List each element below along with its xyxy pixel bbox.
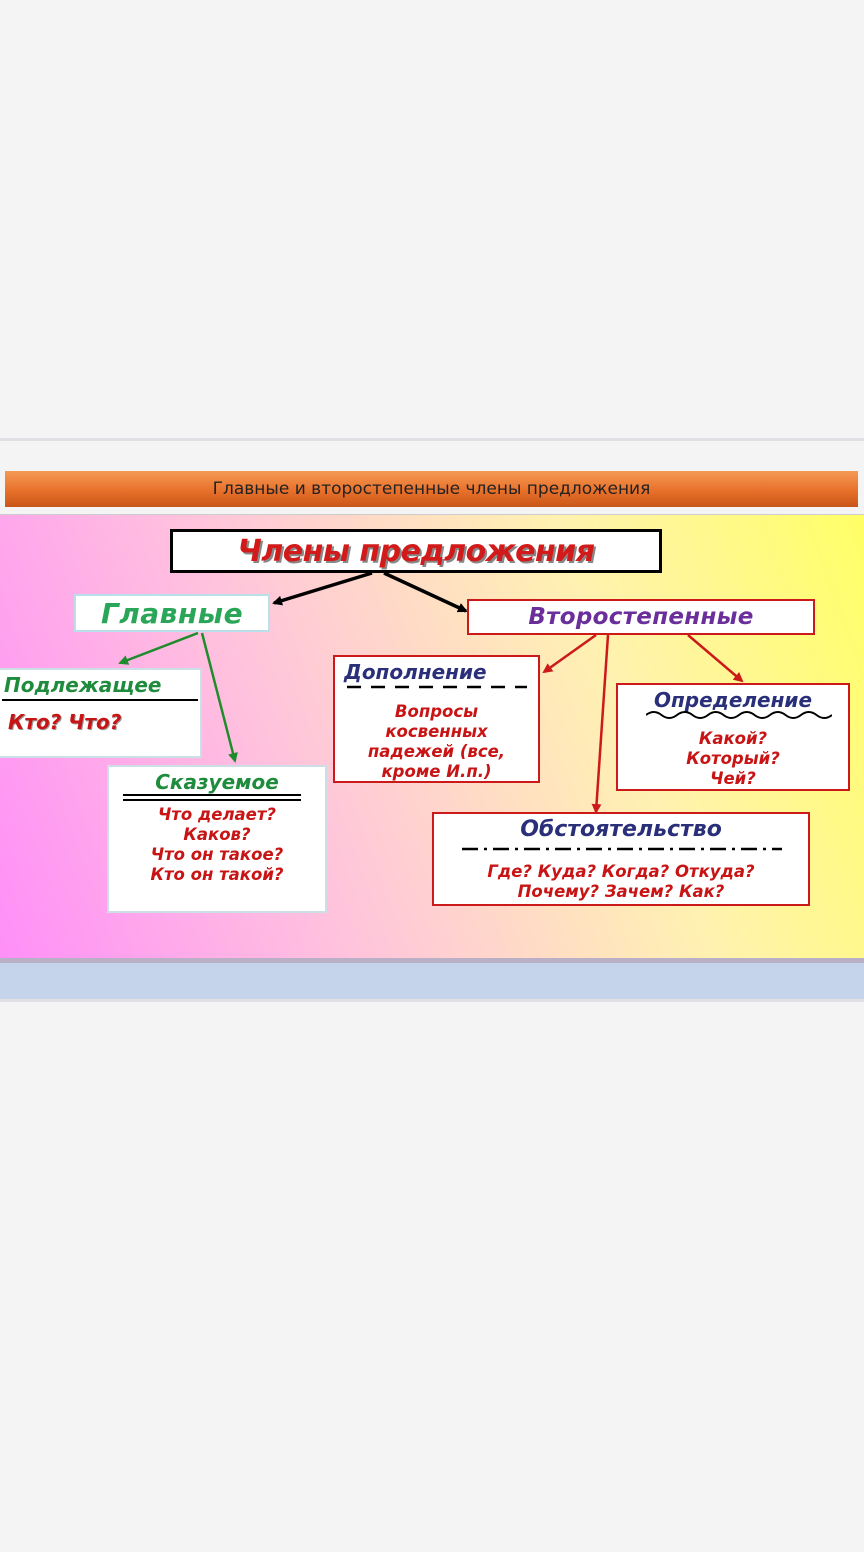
secondary-members-label: Второстепенные (528, 604, 754, 630)
predicate-question: Кто он такой? (150, 865, 284, 884)
arrow-to-attribute (687, 634, 744, 683)
predicate-question: Что делает? (157, 805, 277, 824)
arrow-to-main (272, 571, 373, 606)
object-questions: Вопросы косвенных падежей (все, кроме И.… (335, 702, 538, 782)
attribute-line: Чей? (710, 769, 756, 788)
attribute-wavy-underline (646, 711, 832, 719)
adverbial-line: Почему? Зачем? Как? (517, 882, 725, 901)
slide-title-bar: Главные и второстепенные члены предложен… (5, 471, 858, 507)
subject-questions: Кто? Что? (8, 710, 122, 734)
object-line: падежей (все, (367, 742, 506, 761)
predicate-question: Каков? (183, 825, 251, 844)
adverbial-line: Где? Куда? Когда? Откуда? (487, 862, 755, 881)
predicate-underline-2 (123, 799, 301, 801)
adverbial-dash-dot-underline (462, 847, 782, 851)
attribute-line: Какой? (698, 729, 768, 748)
predicate-box: Сказуемое Что делает? Каков? Что он тако… (107, 765, 327, 913)
diagram-title-box: Члены предложения (170, 529, 662, 573)
arrow-to-predicate (200, 632, 238, 763)
subject-box: Подлежащее Кто? Что? (0, 668, 202, 758)
diagram-title: Члены предложения (237, 533, 595, 569)
connector-arrows (118, 571, 744, 814)
predicate-underline-1 (123, 794, 301, 796)
adverbial-box: Обстоятельство Где? Куда? Когда? Откуда?… (432, 812, 810, 906)
arrow-to-object (542, 633, 597, 674)
diagram-slide: Члены предложения Главные Второстепенные… (0, 514, 864, 959)
adverbial-questions: Где? Куда? Когда? Откуда? Почему? Зачем?… (434, 862, 808, 902)
subject-label: Подлежащее (4, 673, 162, 697)
arrow-to-adverbial (591, 634, 610, 814)
predicate-question: Что он такое? (150, 845, 284, 864)
predicate-questions: Что делает? Каков? Что он такое? Кто он … (109, 805, 325, 885)
predicate-label: Сказуемое (155, 770, 279, 794)
object-label: Дополнение (344, 660, 487, 684)
secondary-members-box: Второстепенные (467, 599, 815, 635)
attribute-questions: Какой? Который? Чей? (618, 729, 848, 789)
object-line: Вопросы (394, 702, 479, 721)
top-divider (0, 438, 864, 441)
slide-bottom-edge (0, 958, 864, 963)
slide-title: Главные и второстепенные члены предложен… (212, 479, 651, 499)
attribute-line: Который? (686, 749, 780, 768)
bottom-bar (0, 963, 864, 999)
subject-underline (2, 699, 198, 701)
attribute-box: Определение Какой? Который? Чей? (616, 683, 850, 791)
main-members-box: Главные (74, 594, 270, 632)
object-dashed-underline (347, 685, 527, 689)
adverbial-label: Обстоятельство (520, 817, 722, 842)
bottom-divider (0, 999, 864, 1002)
arrow-to-subject (118, 631, 199, 665)
object-box: Дополнение Вопросы косвенных падежей (вс… (333, 655, 540, 783)
main-members-label: Главные (100, 596, 244, 630)
attribute-label: Определение (653, 688, 813, 712)
object-line: косвенных (385, 722, 488, 741)
object-line: кроме И.п.) (381, 762, 492, 781)
arrow-to-secondary (383, 571, 468, 613)
